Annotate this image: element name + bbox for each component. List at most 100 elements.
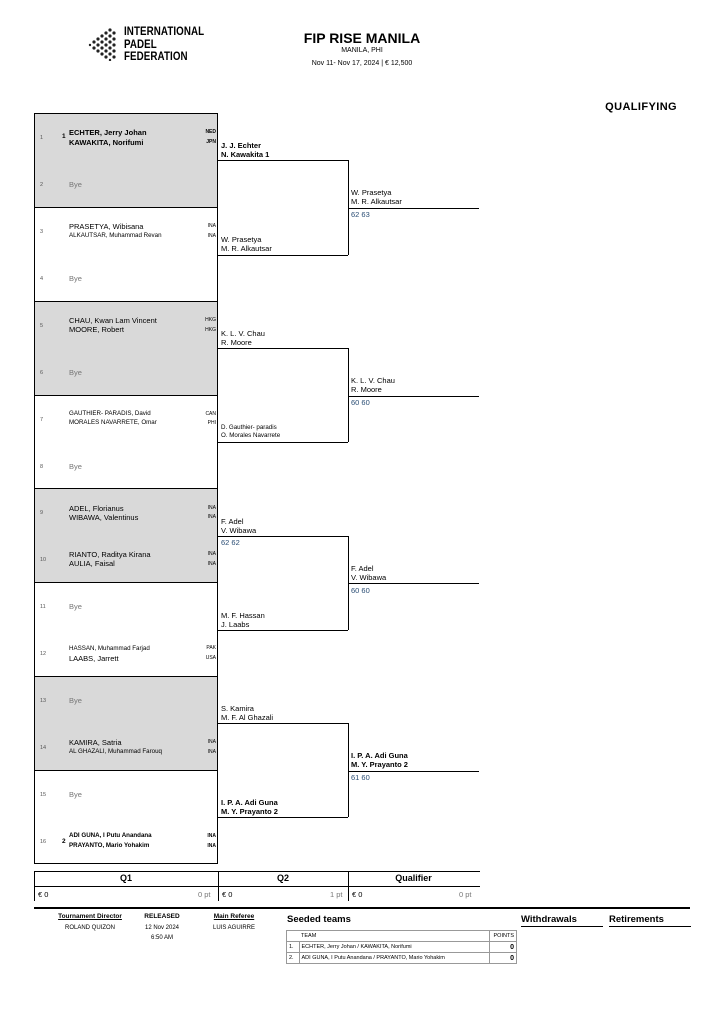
player-name: WIBAWA, Valentinus bbox=[69, 513, 139, 522]
qualifier-2: K. L. V. Chau R. Moore bbox=[351, 376, 395, 394]
qualifier-player-b: V. Wibawa bbox=[351, 573, 387, 582]
stage-label: QUALIFYING bbox=[605, 101, 677, 113]
seeded-points: 0 bbox=[489, 952, 517, 964]
winner-player-b: M. R. Alkautsar bbox=[221, 244, 272, 253]
released-date: 12 Nov 2024 bbox=[144, 925, 180, 931]
round2-winner-4: D. Gauthier- paradis O. Morales Navarret… bbox=[221, 424, 280, 440]
slot-number: 4 bbox=[40, 276, 44, 282]
player-nation: NED bbox=[205, 129, 216, 135]
player-name: AULIA, Faisal bbox=[69, 559, 115, 568]
player-name: PRASETYA, Wibisana bbox=[69, 222, 144, 231]
slot-number: 1 bbox=[40, 135, 44, 141]
player-name: LAABS, Jarrett bbox=[69, 654, 119, 663]
ipf-logo-icon bbox=[88, 28, 116, 61]
round2-winner-3: K. L. V. Chau R. Moore bbox=[221, 329, 265, 347]
td-label: Tournament Director bbox=[58, 913, 122, 920]
qualifier-player-a: I. P. A. Adi Guna bbox=[351, 751, 408, 760]
slot-number: 5 bbox=[40, 323, 44, 329]
bye-label: Bye bbox=[69, 696, 82, 705]
slot-number: 13 bbox=[40, 698, 47, 704]
bracket-line bbox=[348, 583, 479, 584]
seeded-team: ADI GUNA, I Putu Anandana / PRAYANTO, Ma… bbox=[298, 952, 490, 964]
slot-divider bbox=[34, 207, 218, 208]
winner-player-a: I. P. A. Adi Guna bbox=[221, 798, 278, 807]
seed-number: 1 bbox=[62, 133, 66, 140]
qualifier-player-b: M. Y. Prayanto 2 bbox=[351, 760, 408, 769]
round-footer-divider bbox=[348, 871, 349, 901]
round-label-q2: Q2 bbox=[276, 873, 289, 883]
slot-divider bbox=[34, 395, 218, 396]
player-name: KAWAKITA, Norifumi bbox=[69, 138, 144, 147]
qualifier-player-a: W. Prasetya bbox=[351, 188, 392, 197]
released-time: 6:50 AM bbox=[150, 935, 173, 941]
player-name: MOORE, Robert bbox=[69, 325, 125, 334]
player-nation: USA bbox=[205, 655, 216, 661]
round-prize: € 0 bbox=[38, 890, 49, 899]
player-name: HASSAN, Muhammad Farjad bbox=[69, 645, 150, 652]
winner-player-a: W. Prasetya bbox=[221, 235, 262, 244]
event-dates: Nov 11- Nov 17, 2024 | € 12,500 bbox=[311, 60, 413, 67]
seeded-points: 0 bbox=[489, 941, 517, 953]
winner-player-a: D. Gauthier- paradis bbox=[221, 424, 277, 431]
bye-label: Bye bbox=[69, 180, 82, 189]
org-line-2: PADEL bbox=[124, 38, 157, 51]
round2-winner-5: F. Adel V. Wibawa bbox=[221, 517, 256, 535]
round2-winner-8: I. P. A. Adi Guna M. Y. Prayanto 2 bbox=[221, 798, 278, 816]
slot-number: 14 bbox=[40, 745, 47, 751]
round2-winner-7: S. Kamira M. F. Al Ghazali bbox=[221, 704, 273, 722]
player-nation: INA bbox=[207, 223, 216, 229]
player-nation: INA bbox=[207, 561, 216, 567]
bye-label: Bye bbox=[69, 602, 82, 611]
winner-player-b: M. Y. Prayanto 2 bbox=[221, 807, 278, 816]
match-score: 62 63 bbox=[351, 210, 370, 219]
slot-number: 6 bbox=[40, 370, 44, 376]
table-cell bbox=[286, 930, 299, 942]
seed-index: 1. bbox=[286, 941, 300, 953]
player-name: ECHTER, Jerry Johan bbox=[69, 128, 147, 137]
round-footer-divider bbox=[218, 871, 219, 901]
winner-player-a: K. L. V. Chau bbox=[221, 329, 265, 338]
seed-number: 2 bbox=[62, 838, 66, 845]
event-location: MANILA, PHI bbox=[341, 47, 383, 54]
bracket-line bbox=[218, 630, 348, 631]
bye-label: Bye bbox=[69, 368, 82, 377]
slot-number: 10 bbox=[40, 557, 47, 563]
bye-label: Bye bbox=[69, 274, 82, 283]
qualifier-player-b: M. R. Alkautsar bbox=[351, 197, 402, 206]
table-header-row: TEAM POINTS bbox=[286, 930, 517, 942]
round-points: 1 pt bbox=[330, 890, 343, 899]
winner-player-a: J. J. Echter bbox=[221, 141, 262, 150]
bracket-line bbox=[218, 348, 348, 349]
event-title: FIP RISE MANILA bbox=[303, 30, 421, 46]
referee-value: LUIS AGUIRRE bbox=[212, 925, 255, 931]
qualifier-player-b: R. Moore bbox=[351, 385, 382, 394]
seed-index: 2. bbox=[286, 952, 300, 964]
round-label-q1: Q1 bbox=[119, 873, 132, 883]
table-row: 1. ECHTER, Jerry Johan / KAWAKITA, Norif… bbox=[286, 941, 517, 953]
bracket-line bbox=[348, 208, 479, 209]
bye-label: Bye bbox=[69, 462, 82, 471]
player-name: ADI GUNA, I Putu Anandana bbox=[69, 832, 152, 839]
withdrawals-rule bbox=[521, 926, 603, 927]
player-nation: INA bbox=[207, 739, 216, 745]
player-nation: JPN bbox=[206, 139, 216, 145]
player-name: RIANTO, Raditya Kirana bbox=[69, 550, 151, 559]
org-line-1: INTERNATIONAL bbox=[124, 26, 205, 38]
bracket-line bbox=[218, 817, 348, 818]
round-footer-mid bbox=[34, 886, 480, 887]
qualifier-player-a: K. L. V. Chau bbox=[351, 376, 395, 385]
released-label: RELEASED bbox=[144, 913, 180, 920]
round-prize: € 0 bbox=[352, 890, 363, 899]
player-name: GAUTHIER- PARADIS, David bbox=[69, 410, 151, 417]
round-points: 0 pt bbox=[459, 890, 472, 899]
slot-number: 16 bbox=[40, 839, 47, 845]
bracket-line bbox=[218, 442, 348, 443]
player-nation: INA bbox=[207, 843, 216, 849]
round2-winner-6: M. F. Hassan J. Laabs bbox=[221, 611, 265, 629]
slot-shade-5-6 bbox=[35, 302, 217, 396]
slot-divider bbox=[34, 488, 218, 489]
slot-number: 12 bbox=[40, 651, 47, 657]
round-footer-top bbox=[34, 871, 480, 872]
player-nation: INA bbox=[207, 233, 216, 239]
player-name: ALKAUTSAR, Muhammad Revan bbox=[69, 232, 162, 239]
